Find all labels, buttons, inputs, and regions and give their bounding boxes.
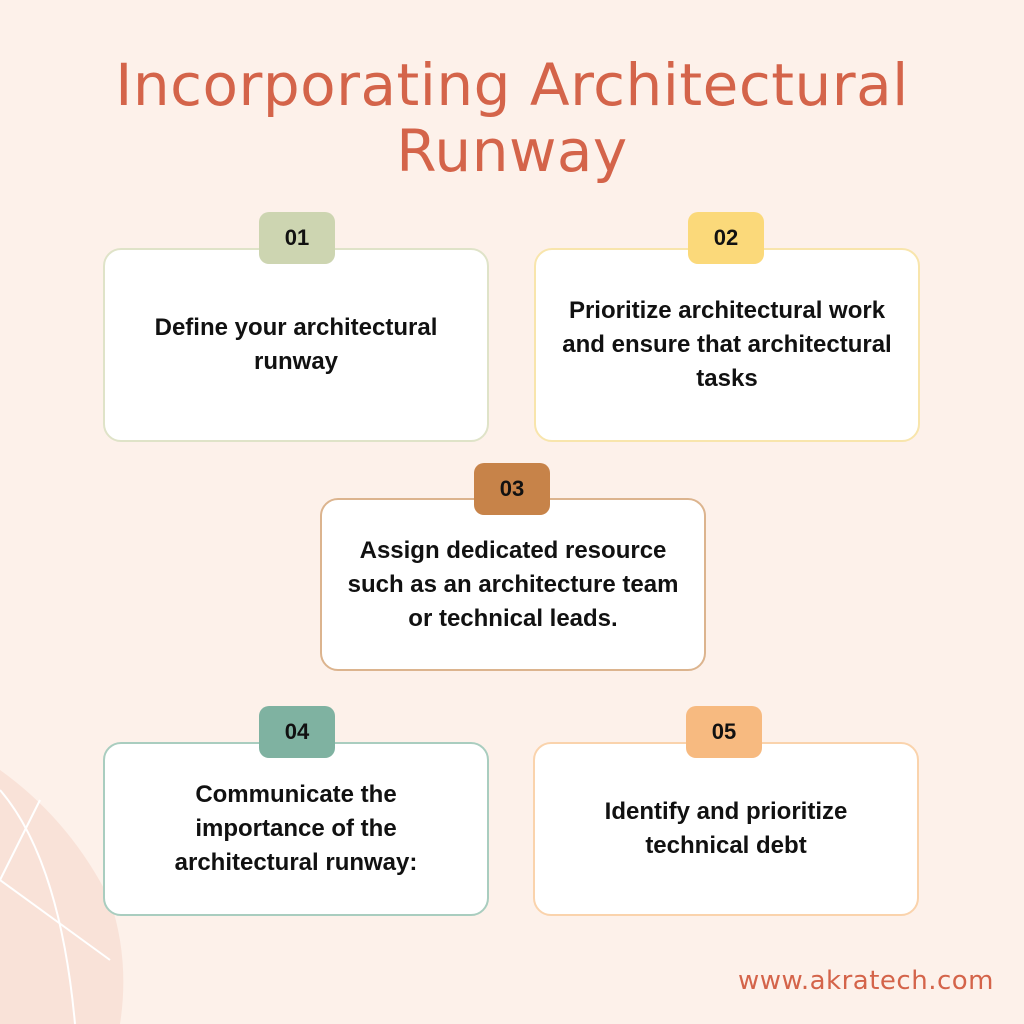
step-badge-03: 03 (474, 463, 550, 515)
title-line-2: Runway (396, 117, 628, 185)
step-card-05: Identify and prioritize technical debt (533, 742, 919, 916)
step-badge-01: 01 (259, 212, 335, 264)
step-card-02: Prioritize architectural work and ensure… (534, 248, 920, 442)
step-badge-02: 02 (688, 212, 764, 264)
step-badge-04: 04 (259, 706, 335, 758)
title-line-1: Incorporating Architectural (115, 51, 909, 119)
step-card-01: Define your architectural runway (103, 248, 489, 442)
website-url: www.akratech.com (737, 966, 994, 996)
step-text-02: Prioritize architectural work and ensure… (562, 297, 892, 392)
step-text-01: Define your architectural runway (154, 314, 438, 375)
step-card-03: Assign dedicated resource such as an arc… (320, 498, 706, 671)
step-text-04: Communicate the importance of the archit… (174, 781, 418, 876)
step-badge-05: 05 (686, 706, 762, 758)
step-card-04: Communicate the importance of the archit… (103, 742, 489, 916)
page-title: Incorporating Architectural Runway (0, 52, 1024, 184)
step-text-03: Assign dedicated resource such as an arc… (347, 536, 679, 632)
step-text-05: Identify and prioritize technical debt (604, 798, 848, 859)
